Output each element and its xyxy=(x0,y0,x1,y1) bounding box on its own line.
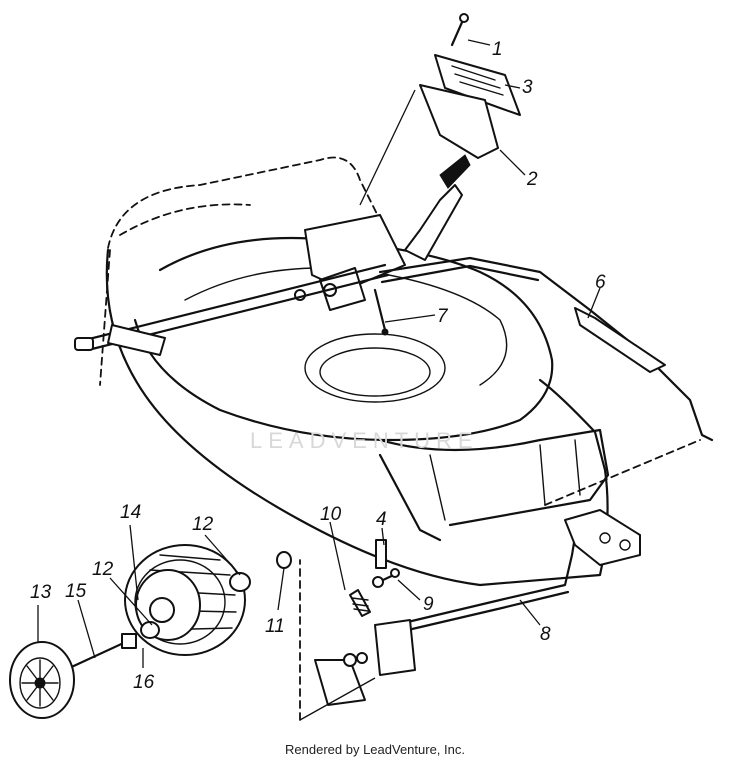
callout-leaders xyxy=(37,39,601,668)
shaft xyxy=(74,263,390,356)
callout-3: 3 xyxy=(522,77,533,98)
small-hardware xyxy=(349,539,400,617)
callout-7: 7 xyxy=(437,306,449,327)
rod-6 xyxy=(378,256,714,442)
callout-15: 15 xyxy=(65,581,87,602)
selector-plate-parts xyxy=(359,13,521,206)
callout-8: 8 xyxy=(540,624,551,645)
spring-7 xyxy=(373,288,389,336)
caption: Rendered by LeadVenture, Inc. xyxy=(285,742,465,757)
height-lever-8 xyxy=(299,509,641,721)
callout-6: 6 xyxy=(595,272,606,293)
callout-9: 9 xyxy=(423,594,434,615)
callout-14: 14 xyxy=(120,502,141,523)
hubcap-13 xyxy=(9,641,75,719)
deck-outline-dashed xyxy=(99,156,701,721)
callout-13: 13 xyxy=(30,582,52,603)
watermark: LEADVENTURE xyxy=(250,428,479,453)
callout-1: 1 xyxy=(492,39,503,60)
callout-12-lower: 12 xyxy=(92,559,114,580)
callout-labels: 1 3 2 6 7 4 10 9 8 11 12 14 12 13 15 16 xyxy=(30,39,606,693)
callout-11: 11 xyxy=(265,616,285,637)
callout-12-upper: 12 xyxy=(192,514,214,535)
wheel-assembly xyxy=(63,544,292,672)
control-assembly xyxy=(294,154,471,311)
callout-10: 10 xyxy=(320,504,342,525)
callout-2: 2 xyxy=(526,169,538,190)
callout-16: 16 xyxy=(133,672,155,693)
callout-4: 4 xyxy=(376,509,387,530)
